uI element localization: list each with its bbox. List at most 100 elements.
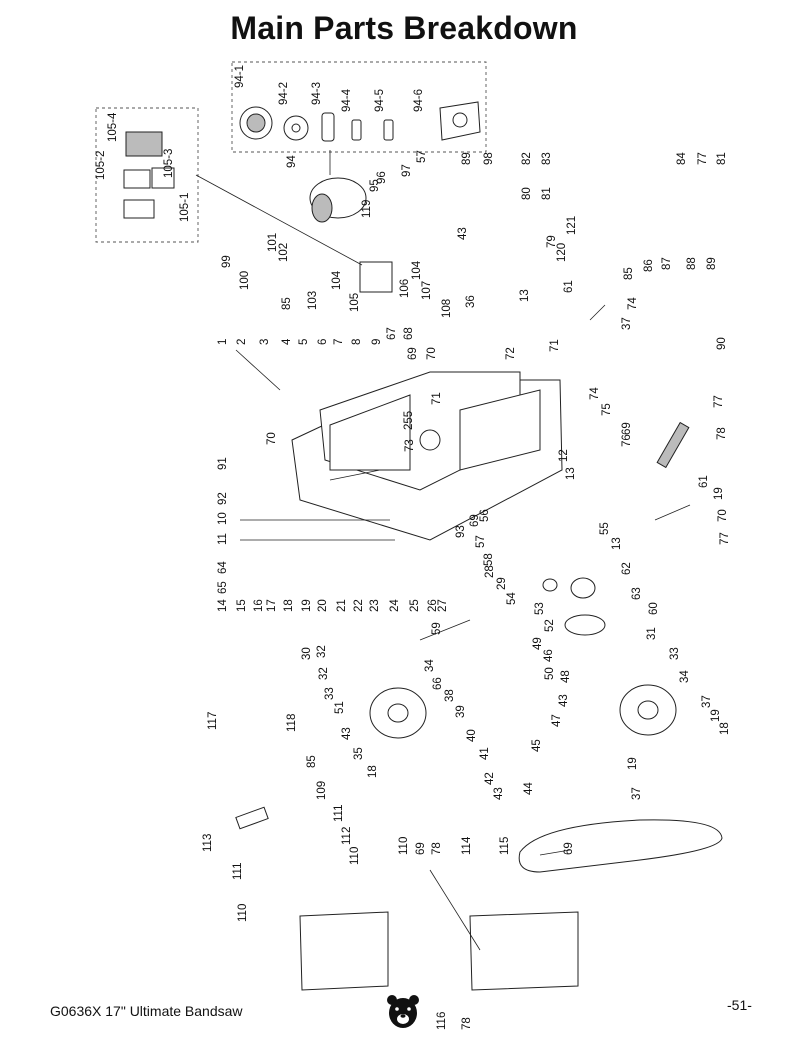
part-callout-40: 40: [466, 729, 478, 742]
part-callout-104: 104: [411, 260, 423, 280]
part-callout-32: 32: [318, 667, 330, 680]
part-callout-36: 36: [465, 295, 477, 308]
part-callout-84: 84: [676, 152, 688, 165]
part-callout-66: 66: [432, 677, 444, 690]
part-callout-43: 43: [493, 787, 505, 800]
part-callout-69: 69: [563, 842, 575, 855]
part-callout-96: 96: [376, 171, 388, 184]
wheels-and-pulleys: [369, 577, 677, 739]
part-callout-97: 97: [401, 164, 413, 177]
part-callout-73: 73: [404, 439, 416, 452]
part-callout-2: 2: [236, 339, 248, 345]
part-callout-101: 101: [267, 233, 279, 252]
page-number: -51-: [727, 997, 752, 1013]
part-callout-59: 59: [431, 622, 443, 635]
part-callout-7: 7: [333, 339, 345, 345]
part-callout-71: 71: [431, 392, 443, 405]
part-callout-44: 44: [523, 782, 535, 795]
part-callout-255: 255: [403, 411, 415, 430]
part-callout-85: 85: [623, 267, 635, 280]
page-title: Main Parts Breakdown: [230, 10, 578, 46]
part-callout-69: 69: [407, 347, 419, 360]
part-callout-61: 61: [563, 280, 575, 293]
part-callout-39: 39: [455, 705, 467, 718]
part-callout-37: 37: [621, 317, 633, 330]
part-callout-89: 89: [706, 257, 718, 270]
part-callout-14: 14: [217, 599, 229, 612]
part-callout-65: 65: [217, 581, 229, 594]
part-callout-105: 105: [349, 293, 361, 312]
part-callout-113: 113: [202, 834, 214, 852]
part-callout-94-5: 94-5: [374, 89, 386, 112]
part-callout-43: 43: [457, 227, 469, 240]
part-callout-78: 78: [716, 427, 728, 440]
part-callout-103: 103: [307, 291, 319, 310]
part-callout-79: 79: [546, 235, 558, 248]
part-callout-19: 19: [713, 487, 725, 500]
part-callout-116: 116: [436, 1012, 448, 1030]
part-callout-35: 35: [353, 747, 365, 760]
part-callout-94: 94: [286, 155, 298, 168]
part-callout-80: 80: [521, 187, 533, 200]
part-callout-77: 77: [697, 152, 709, 165]
part-callout-45: 45: [531, 739, 543, 752]
part-callout-51: 51: [334, 701, 346, 714]
leader-lines: [195, 150, 691, 951]
part-callout-41: 41: [479, 747, 491, 760]
part-callout-111: 111: [232, 863, 244, 880]
part-callout-71: 71: [549, 339, 561, 352]
part-callout-54: 54: [506, 592, 518, 605]
part-callout-105-3: 105-3: [163, 149, 175, 178]
part-callout-18: 18: [283, 599, 295, 612]
part-callout-5: 5: [298, 339, 310, 345]
part-callout-47: 47: [551, 714, 563, 727]
part-callout-20: 20: [317, 599, 329, 612]
part-callout-57: 57: [416, 150, 428, 163]
part-callout-94-4: 94-4: [341, 88, 353, 112]
part-callout-69: 69: [415, 842, 427, 855]
part-callout-121: 121: [566, 216, 578, 235]
part-callout-109: 109: [316, 781, 328, 800]
part-callout-99: 99: [221, 255, 233, 268]
part-callout-28: 28: [484, 565, 496, 578]
part-callout-16: 16: [253, 599, 265, 612]
part-callout-12: 12: [558, 449, 570, 462]
part-callout-115: 115: [499, 837, 511, 855]
part-callout-119: 119: [361, 200, 373, 218]
part-callout-106: 106: [399, 279, 411, 298]
part-callout-63: 63: [631, 587, 643, 600]
part-callout-110: 110: [349, 847, 361, 865]
manual-title-footer: G0636X 17" Ultimate Bandsaw: [50, 1003, 243, 1019]
part-callout-21: 21: [336, 599, 348, 612]
part-callout-74: 74: [589, 387, 601, 400]
part-callout-57: 57: [475, 535, 487, 548]
part-callout-77: 77: [719, 532, 731, 545]
part-callout-29: 29: [496, 577, 508, 590]
part-callout-34: 34: [679, 670, 691, 683]
bear-head-logo-icon: [386, 994, 420, 1035]
part-callout-91: 91: [217, 457, 229, 470]
part-callout-37: 37: [631, 787, 643, 800]
part-callout-75: 75: [601, 403, 613, 416]
part-callout-32: 32: [316, 645, 328, 658]
part-callout-10: 10: [217, 512, 229, 525]
part-callout-77: 77: [713, 395, 725, 408]
part-callout-111: 111: [333, 805, 345, 822]
part-callout-19: 19: [627, 757, 639, 770]
part-callout-82: 82: [521, 152, 533, 165]
part-callout-114: 114: [461, 836, 473, 855]
part-callout-70: 70: [717, 509, 729, 522]
part-callout-18: 18: [367, 765, 379, 778]
part-callout-25: 25: [409, 599, 421, 612]
part-callout-78: 78: [431, 842, 443, 855]
part-callout-1: 1: [217, 339, 229, 345]
part-callout-105-2: 105-2: [95, 151, 107, 180]
part-callout-117: 117: [207, 712, 219, 730]
part-callout-69: 69: [621, 422, 633, 435]
part-callout-55: 55: [599, 522, 611, 535]
part-callout-64: 64: [217, 561, 229, 574]
part-callout-105-1: 105-1: [179, 193, 191, 222]
part-callout-87: 87: [661, 257, 673, 270]
part-callout-52: 52: [544, 619, 556, 632]
part-callout-38: 38: [444, 689, 456, 702]
